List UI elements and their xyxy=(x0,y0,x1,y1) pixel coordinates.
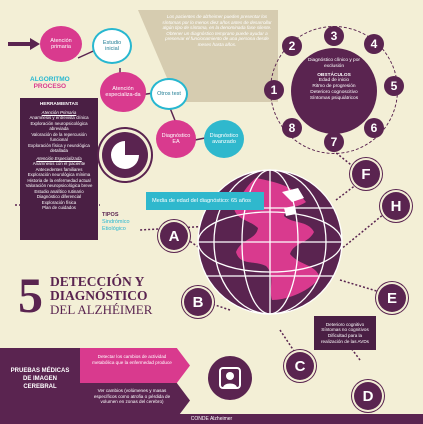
tipos-title: TIPOS xyxy=(102,212,119,218)
globe-icon xyxy=(197,169,343,315)
pie-chart-icon xyxy=(102,132,148,178)
pruebas-item2: Ver cambios (volúmenes y masas específic… xyxy=(93,388,171,405)
herramientas-title: HERRAMIENTAS xyxy=(39,102,79,107)
diagnostico-inner: Diagnóstico clínico y por exclusión OBST… xyxy=(291,48,377,134)
footer-credit: CONDE Alzheimer xyxy=(0,414,423,424)
bubble-estudio-inicial: Estudio inicial xyxy=(92,28,132,64)
diagnostico-main: Diagnóstico clínico y por exclusión xyxy=(308,58,360,69)
herramientas-sub1: Atención Primaria xyxy=(41,109,77,115)
pruebas-item1: Detectar los cambios de actividad metabó… xyxy=(92,354,172,365)
number-badge-3: 3 xyxy=(324,26,344,46)
letter-badge-h: H xyxy=(382,192,410,220)
pruebas-band: PRUEBAS MÉDICAS DE IMAGEN CEREBRAL Detec… xyxy=(0,348,423,424)
title-line1: DETECCIÓN Y xyxy=(50,274,145,289)
obstaculo-item: Deterioro cognoscitivo xyxy=(310,89,358,95)
herramientas-item: Anamnesis con el paciente xyxy=(32,161,86,167)
herramientas-box: HERRAMIENTAS Atención Primaria Anamnesis… xyxy=(20,98,98,240)
bubble-diagnostico-avanzado: Diagnóstico avanzado xyxy=(204,120,244,158)
algoritmo-line2: PROCESO xyxy=(33,83,67,91)
number-badge-2: 2 xyxy=(282,36,302,56)
pruebas-title: PRUEBAS MÉDICAS DE IMAGEN CEREBRAL xyxy=(10,368,70,390)
brain-scan-icon xyxy=(208,356,252,400)
herramientas-item: Estudio analítico rutinario xyxy=(34,188,84,194)
algoritmo-label: ALGORITMO PROCESO xyxy=(30,76,70,90)
title-block: DETECCIÓN Y DIAGNÓSTICO DEL ALZHÉIMER xyxy=(50,274,153,318)
pruebas-left xyxy=(0,348,80,418)
number-badge-4: 4 xyxy=(364,34,384,54)
letter-badge-f: F xyxy=(352,160,380,188)
herramientas-item: Diagnóstico diferencial xyxy=(36,194,82,200)
herramientas-item: Historia de la enfermedad actual xyxy=(27,177,91,183)
letter-badge-a: A xyxy=(160,222,188,250)
herramientas-item: Exploración neurológica mínima xyxy=(27,172,91,178)
media-edad-banner: Media de edad del diagnóstico: 65 años xyxy=(146,192,264,210)
herramientas-item: Plan de cuidados xyxy=(42,205,76,211)
number-badge-7: 7 xyxy=(324,132,344,152)
bubble-diagnostico-ea: Diagnóstico EA xyxy=(156,120,196,158)
herramientas-item: Exploración neuropsicológica abreviada xyxy=(30,120,88,132)
herramientas-item: Anamnesis y entrevista clínica xyxy=(29,115,89,121)
bubble-otros-test: Otros test xyxy=(150,78,188,110)
title-line3: DEL ALZHÉIMER xyxy=(50,302,153,318)
herramientas-item: Exploración física xyxy=(41,199,77,205)
obstaculo-item: Ritmo de progresión xyxy=(312,84,356,89)
top-note: Los pacientes de alzheimer pueden presen… xyxy=(162,14,272,47)
bubble-atencion-primaria: Atención primaria xyxy=(40,26,82,62)
herramientas-item: Exploración física y neurológica detalla… xyxy=(28,142,90,154)
pruebas-item1-bg xyxy=(80,348,190,383)
bubble-atencion-especializada: Atención especializa-da xyxy=(100,72,146,112)
herramientas-sub2: Atención Especializada xyxy=(36,155,82,161)
title-line2: DIAGNÓSTICO xyxy=(50,288,148,304)
algoritmo-line1: ALGORITMO xyxy=(30,76,70,83)
letter-badge-b: B xyxy=(184,288,212,316)
herramientas-item: Valoración neuropsicológica breve xyxy=(25,183,93,189)
obstaculo-item: Edad de inicio xyxy=(318,78,350,84)
title-number: 5 xyxy=(18,267,43,323)
tipos-item: Sindrómico xyxy=(102,219,130,226)
pruebas-item2-bg xyxy=(80,383,190,418)
number-badge-5: 5 xyxy=(384,76,404,96)
herramientas-item: Valoración de la repercusión funcional xyxy=(31,131,87,143)
arrow-icon xyxy=(8,38,40,50)
letter-badge-d: D xyxy=(354,382,382,410)
tipos-item: Etiológico xyxy=(102,226,126,233)
tipos-block: TIPOS Sindrómico Etiológico xyxy=(102,212,130,233)
number-badge-6: 6 xyxy=(364,118,384,138)
letter-badge-e: E xyxy=(378,284,406,312)
number-badge-1: 1 xyxy=(264,80,284,100)
obstaculo-item: Síntomas psiquiátricos xyxy=(309,95,359,101)
herramientas-item: Antecedentes familiares xyxy=(35,166,83,172)
number-badge-8: 8 xyxy=(282,118,302,138)
obstaculos-title: OBSTÁCULOS xyxy=(317,72,351,78)
letter-badge-c: C xyxy=(286,352,314,380)
deterioro-note: Deterioro cognitivo Síntomas no cognitiv… xyxy=(314,316,376,350)
